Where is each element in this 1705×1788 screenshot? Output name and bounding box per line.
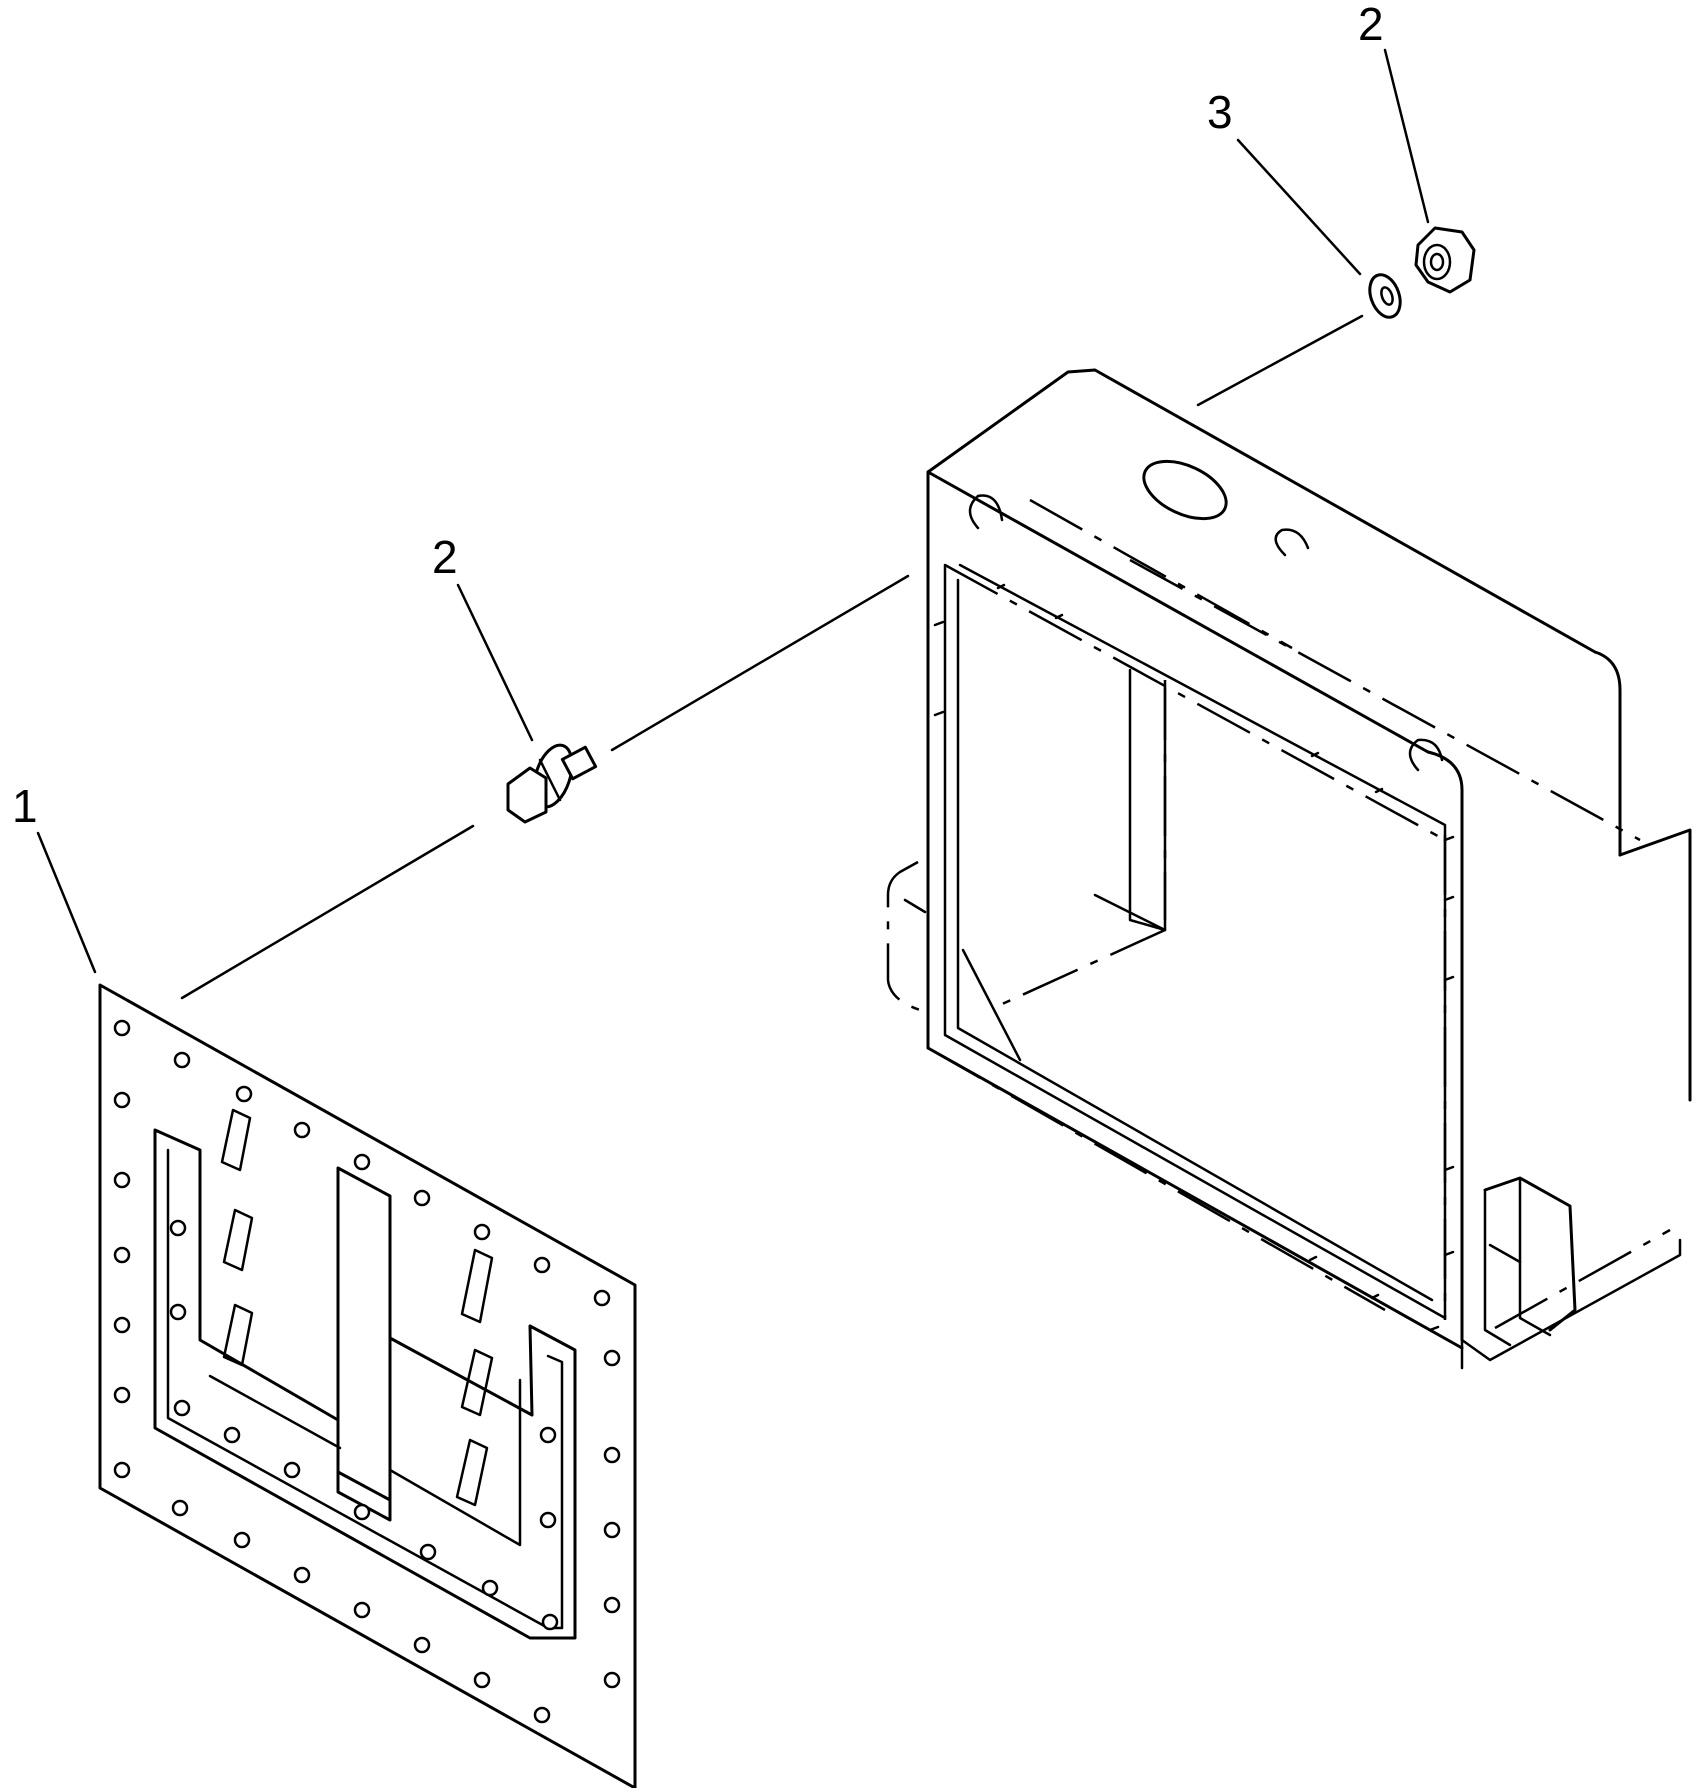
callout-1-cover-plate: 1: [12, 780, 38, 832]
bolt-part: [506, 743, 598, 824]
plate-bolt-holes: [113, 1019, 621, 1724]
washer-part: [1368, 273, 1402, 319]
nut-part: [1414, 226, 1476, 294]
assembly-center-lines: [180, 314, 1364, 1000]
callout-2-nut: 2: [1358, 0, 1384, 50]
leader-lines: [36, 48, 1430, 974]
housing-bolt-marks: [933, 583, 1455, 1332]
callout-3-washer: 3: [1207, 86, 1233, 138]
housing-box: [886, 368, 1692, 1370]
callout-2-bolt: 2: [432, 531, 458, 583]
cover-plate: [98, 983, 637, 1788]
plate-clips: [220, 1108, 494, 1507]
